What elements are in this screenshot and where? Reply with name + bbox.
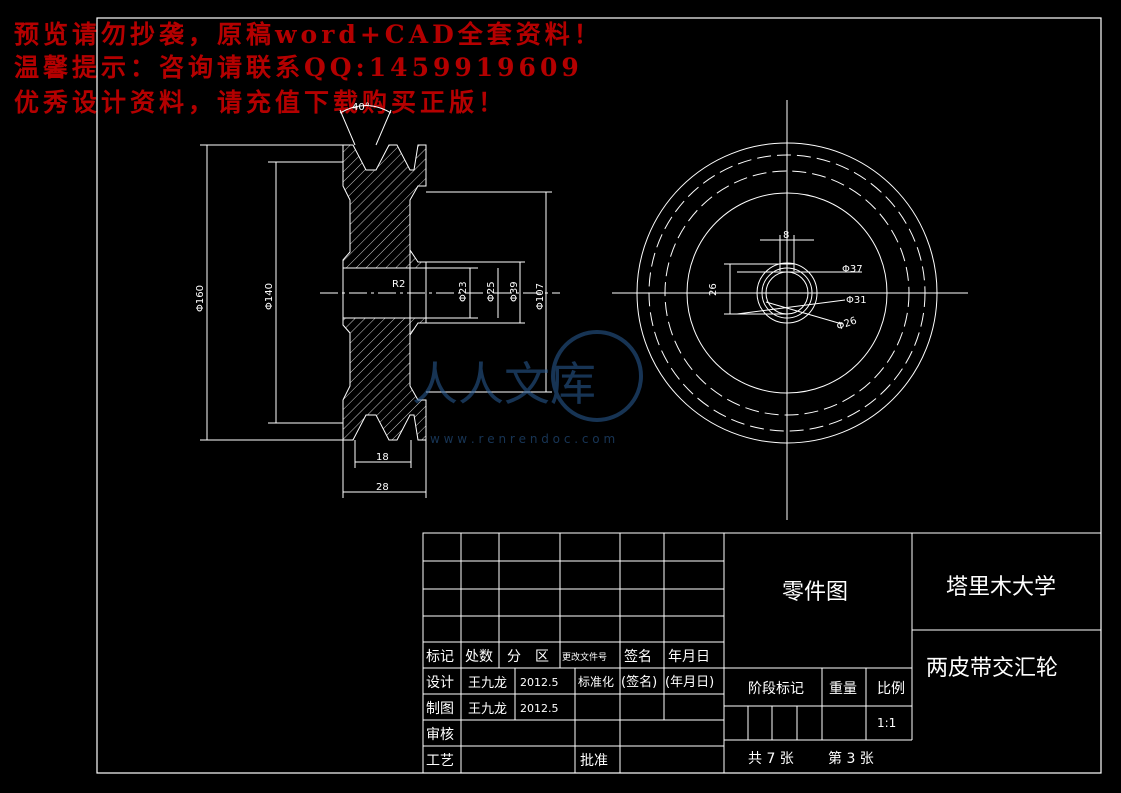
university-name: 塔里木大学 xyxy=(946,575,1056,600)
dim-diameter-160: Φ160 xyxy=(195,285,206,312)
header-doc-no: 更改文件号 xyxy=(562,651,607,663)
draw-label: 制图 xyxy=(426,701,454,717)
scale-label: 比例 xyxy=(877,681,905,697)
header-mark: 标记 xyxy=(426,649,454,665)
dim-diameter-26: Φ26 xyxy=(835,315,858,332)
drafter-name: 王九龙 xyxy=(468,702,507,717)
section-hatch-bottom xyxy=(342,317,427,441)
header-count: 处数 xyxy=(465,649,493,665)
design-date: 2012.5 xyxy=(520,676,559,689)
dim-width-18: 18 xyxy=(376,452,389,463)
dim-bore-radius: R2 xyxy=(392,279,405,290)
logo-text: 人人文库 xyxy=(412,357,596,411)
dim-diameter-31: Φ31 xyxy=(846,295,867,306)
scale-value: 1:1 xyxy=(877,716,896,730)
dim-keyway-width: 8 xyxy=(783,230,789,241)
side-view xyxy=(612,100,968,520)
dim-keyway-height: 26 xyxy=(708,283,719,296)
section-view xyxy=(200,105,560,498)
renrendoc-logo: 人人文库 w w w . r e n r e n d o c . c o m xyxy=(412,330,643,446)
sign-placeholder: (签名) xyxy=(621,674,657,690)
dim-groove-angle: 40° xyxy=(352,102,370,113)
date-placeholder: (年月日) xyxy=(665,675,714,690)
dim-diameter-107: Φ107 xyxy=(535,283,546,310)
logo-url: w w w . r e n r e n d o c . c o m xyxy=(430,432,615,446)
header-date: 年月日 xyxy=(668,649,710,665)
designer-name: 王九龙 xyxy=(468,676,507,691)
title-block-lines xyxy=(422,532,1102,774)
watermark-line-2: 温馨提示：咨询请联系QQ:1459919609 xyxy=(14,53,583,82)
dim-diameter-39: Φ39 xyxy=(509,281,520,302)
dim-diameter-23: Φ23 xyxy=(458,281,469,302)
draw-date: 2012.5 xyxy=(520,702,559,715)
sheet-number: 第 3 张 xyxy=(828,750,874,767)
drawing-type-label: 零件图 xyxy=(782,580,848,605)
part-name: 两皮带交汇轮 xyxy=(926,656,1058,681)
approve-label: 批准 xyxy=(580,753,608,769)
design-label: 设计 xyxy=(426,675,454,691)
process-label: 工艺 xyxy=(426,753,454,769)
dim-diameter-140: Φ140 xyxy=(264,283,275,310)
dim-diameter-37: Φ37 xyxy=(842,264,863,275)
watermark-line-1: 预览请勿抄袭，原稿word+CAD全套资料！ xyxy=(14,20,603,49)
weight-label: 重量 xyxy=(829,681,857,697)
total-sheets: 共 7 张 xyxy=(748,751,794,767)
header-signature: 签名 xyxy=(624,648,652,665)
standard-label: 标准化 xyxy=(578,675,614,689)
header-zone: 分 区 xyxy=(507,649,549,665)
review-label: 审核 xyxy=(426,727,454,743)
stage-label: 阶段标记 xyxy=(748,681,804,697)
dim-width-28: 28 xyxy=(376,482,389,493)
dim-diameter-25: Φ25 xyxy=(486,281,497,302)
section-hatch-top xyxy=(342,144,427,269)
watermark-line-3: 优秀设计资料，请充值下载购买正版！ xyxy=(14,88,508,117)
